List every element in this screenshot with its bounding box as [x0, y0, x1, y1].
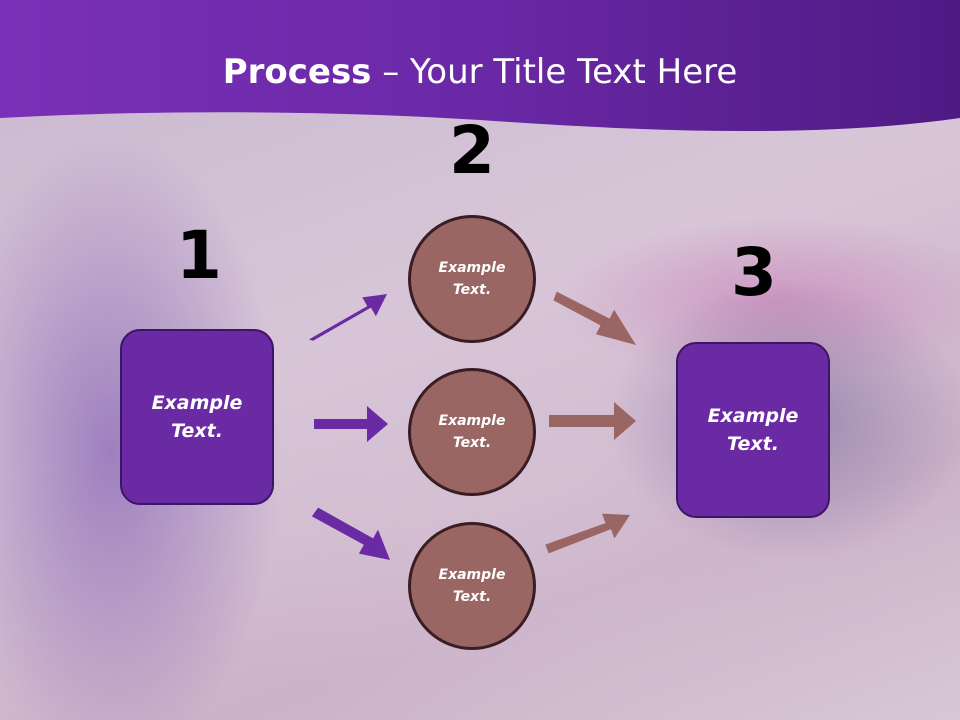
arrow-to-circle-bottom: [311, 507, 390, 560]
arrow-to-circle-middle: [314, 406, 388, 442]
step-number-3: 3: [731, 234, 777, 311]
circle-middle: Example Text.: [408, 368, 536, 496]
circle-middle-label: Example Text.: [438, 412, 506, 451]
header-banner: [0, 0, 960, 132]
circle-bottom-label: Example Text.: [438, 566, 506, 605]
title-bold: Process: [222, 52, 372, 92]
step-number-2: 2: [449, 112, 495, 189]
page-title: Process – Your Title Text Here: [0, 52, 960, 92]
arrow-to-circle-top: [309, 294, 387, 341]
step-1-label: Example Text.: [151, 391, 243, 443]
step-number-1: 1: [176, 217, 222, 294]
arrow-from-circle-top: [553, 291, 636, 345]
arrow-from-circle-bottom: [545, 513, 630, 554]
title-rest: – Your Title Text Here: [371, 52, 738, 92]
circle-top-label: Example Text.: [438, 259, 506, 298]
step-3-label: Example Text.: [707, 404, 799, 456]
circle-top: Example Text.: [408, 215, 536, 343]
step-3-box: Example Text.: [676, 342, 830, 518]
step-1-box: Example Text.: [120, 329, 274, 505]
circle-bottom: Example Text.: [408, 522, 536, 650]
arrow-from-circle-middle: [549, 402, 636, 440]
header-shape: [0, 0, 960, 132]
